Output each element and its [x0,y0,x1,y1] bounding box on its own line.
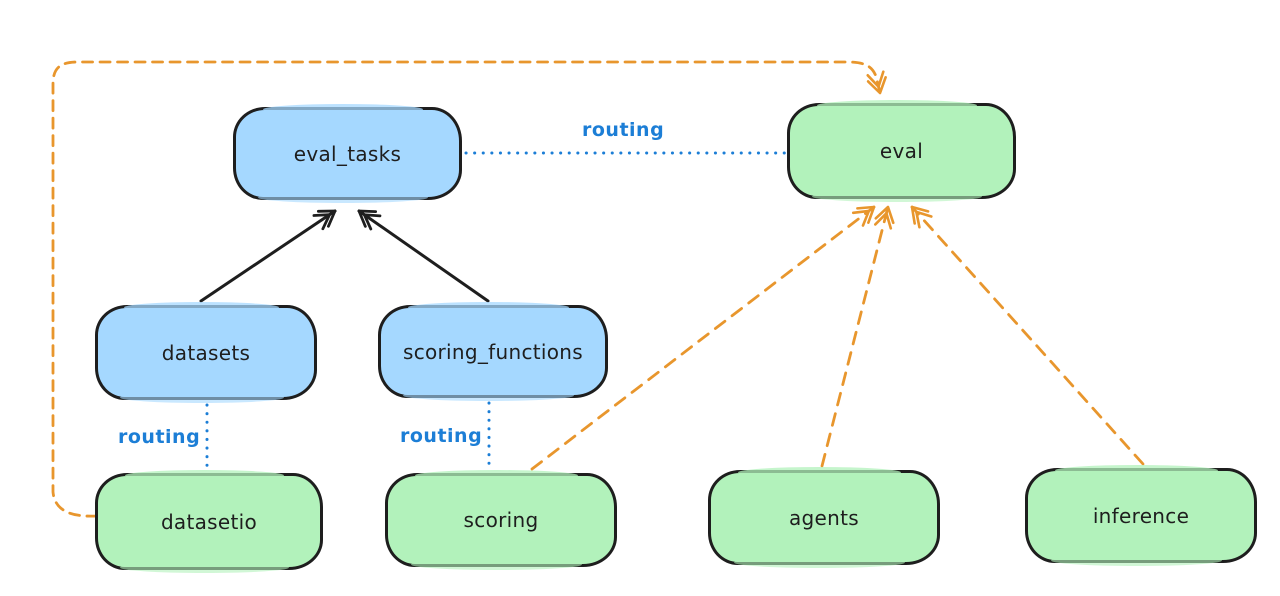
node-datasets: datasets [95,302,317,403]
node-eval-tasks: eval_tasks [233,104,462,203]
node-agents: agents [708,467,940,568]
edge-datasetio-to-eval [51,60,887,518]
node-eval: eval [787,100,1016,202]
node-scoring-functions-label: scoring_functions [402,339,584,364]
edge-inference-to-eval [910,205,1145,466]
edge-agents-to-eval [820,205,895,468]
node-datasetio-label: datasetio [160,509,258,534]
node-eval-label: eval [879,139,924,163]
node-datasetio: datasetio [95,470,323,573]
edge-label-routing-datasets-datasetio: routing [118,426,201,448]
node-eval-tasks-label: eval_tasks [293,141,402,166]
node-scoring-functions: scoring_functions [378,302,608,401]
node-scoring: scoring [385,470,617,570]
edge-scoring-functions-to-eval-tasks [357,209,490,303]
node-scoring-label: scoring [463,508,539,532]
node-inference-label: inference [1092,503,1190,528]
edge-label-routing-eval-tasks-eval: routing [582,119,665,141]
node-inference: inference [1025,465,1257,566]
node-agents-label: agents [789,505,859,530]
node-datasets-label: datasets [161,340,251,365]
edge-label-routing-scoring-functions-scoring: routing [400,425,483,447]
edge-datasets-to-eval-tasks [199,209,337,303]
